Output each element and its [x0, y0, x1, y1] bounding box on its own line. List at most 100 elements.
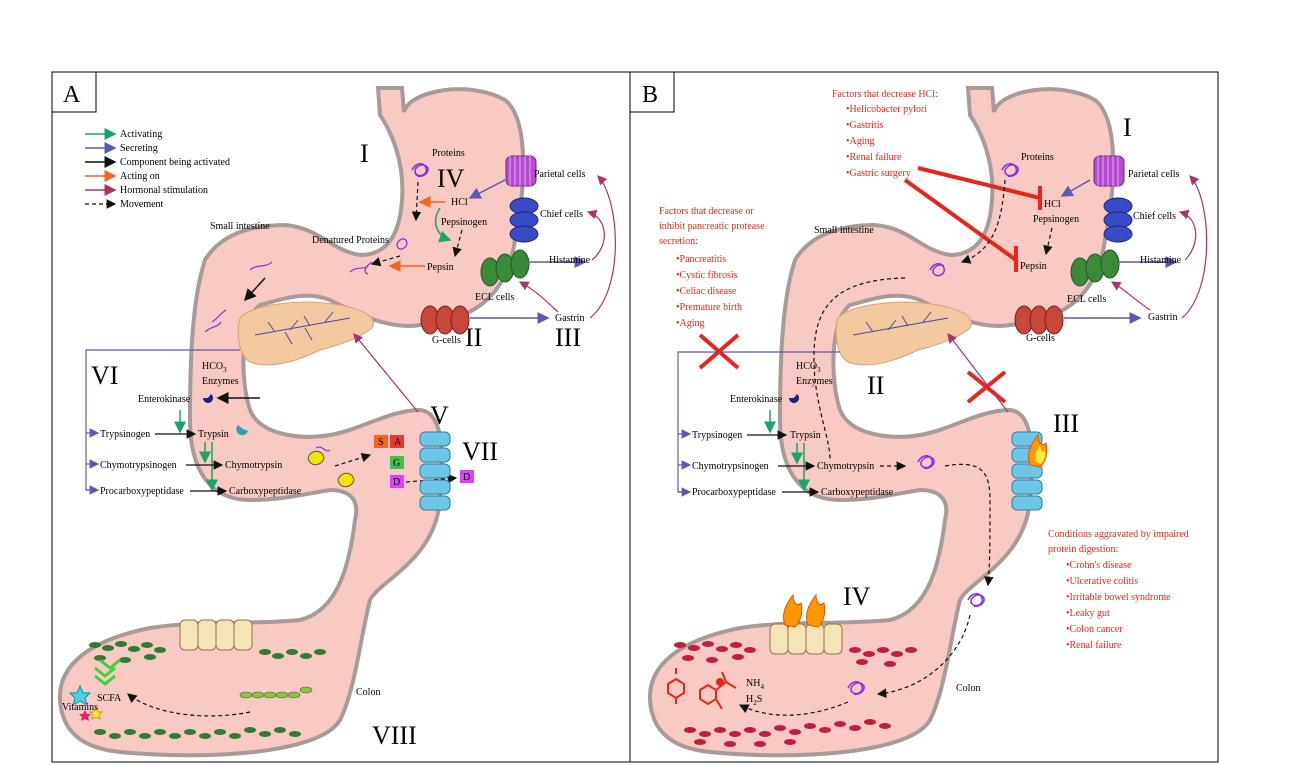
trypsinogen-label-b: Trypsinogen [692, 430, 742, 441]
hcl-factor-1: •Helicobacter pylori [846, 104, 927, 115]
amino-acid-d-absorbed [460, 470, 474, 483]
vitamin-star-icon-1 [68, 684, 92, 707]
chymotrypsin-label-b: Chymotrypsin [817, 461, 874, 472]
hcl-factor-4: •Renal failure [846, 152, 902, 163]
pancreatic-factors-title-2: inhibit pancreatic protease [659, 221, 765, 232]
enzyme-icon-a [236, 425, 248, 436]
denatured-proteins-label: Denatured Proteins [312, 235, 389, 246]
amino-acid-s [374, 435, 388, 448]
colon-enterocytes-b [769, 623, 843, 655]
condition-3: •Irritable bowel syndrome [1066, 592, 1171, 603]
pepsinogen-label-b: Pepsinogen [1033, 214, 1079, 225]
chymotrypsinogen-label-a: Chymotrypsinogen [100, 460, 177, 471]
protein-coil-icon-b [1001, 163, 1019, 178]
amino-acid-a [390, 435, 404, 448]
histamine-label-a: Histamine [549, 255, 591, 266]
block-cross-icon-2 [966, 370, 1007, 404]
proteins-label-a: Proteins [432, 148, 465, 159]
hcl-label-b: HCl [1044, 199, 1061, 210]
numeral-a-vi: VI [91, 361, 118, 390]
h2s-label: H2S [746, 694, 762, 707]
carboxypeptidase-label-a: Carboxypeptidase [229, 486, 302, 497]
svg-text:D: D [463, 472, 470, 483]
chief-cells-b [1103, 197, 1133, 243]
scfa-icon [94, 658, 121, 686]
legend-acting-on: Acting on [120, 171, 160, 182]
enzymes-label-b: Enzymes [796, 376, 833, 387]
g-cells-label-b: G-cells [1026, 333, 1055, 344]
condition-6: •Renal failure [1066, 640, 1122, 651]
g-cells-label-a: G-cells [432, 335, 461, 346]
numeral-a-viii: VIII [372, 721, 417, 750]
parietal-cells-label-a: Parietal cells [534, 169, 585, 180]
condition-1: •Crohn's disease [1066, 560, 1132, 571]
parietal-cells-a [505, 155, 537, 187]
procarboxypeptidase-label-a: Procarboxypeptidase [100, 486, 184, 497]
scfa-label: SCFA [97, 693, 122, 704]
pancreatic-factor-4: •Premature birth [676, 302, 742, 313]
parietal-cells-label-b: Parietal cells [1128, 169, 1179, 180]
pancreatic-factors-title-3: secretion: [659, 236, 698, 247]
numeral-a-i: I [360, 139, 369, 168]
colon-enterocytes-a [179, 619, 253, 651]
hcl-factors-title: Factors that decrease HCl: [832, 89, 938, 100]
panel-b-letter: B [642, 82, 658, 108]
pancreatic-factors-title-1: Factors that decrease or [659, 206, 754, 217]
inflammation-flame-icon-2 [782, 593, 803, 628]
vitamins-label: Vitamins [62, 702, 98, 713]
conditions-title-2: protein digestion: [1048, 544, 1118, 555]
legend-component: Component being activated [120, 157, 230, 168]
legend-activating: Activating [120, 129, 162, 140]
inflammation-flame-icon-3 [805, 593, 826, 628]
vitamin-star-icon-2 [79, 710, 91, 721]
numeral-b-iii: III [1053, 409, 1079, 438]
numeral-b-i: I [1123, 113, 1132, 142]
toxic-metabolite-icon [667, 668, 737, 710]
numeral-a-vii: VII [462, 437, 498, 466]
small-intestine-label-a: Small intestine [210, 221, 270, 232]
pancreatic-factor-2: •Cystic fibrosis [676, 270, 738, 281]
trypsin-label-b: Trypsin [790, 430, 821, 441]
chief-cells-a [509, 197, 539, 243]
numeral-a-v: V [430, 401, 449, 430]
svg-text:G: G [393, 458, 400, 469]
enterokinase-label-b: Enterokinase [730, 394, 783, 405]
legend-hormonal: Hormonal stimulation [120, 185, 208, 196]
ecl-cells-b [1070, 249, 1120, 287]
hcl-factor-5: •Gastric surgery [846, 168, 911, 179]
gastrin-label-b: Gastrin [1148, 312, 1177, 323]
inhibit-hcl-line [917, 166, 1041, 200]
pepsin-label-a: Pepsin [427, 262, 454, 273]
gastrin-label-a: Gastrin [555, 313, 584, 324]
inhibit-pepsin-line [903, 178, 1018, 262]
panel-b: B I II III IV Factors that decrease HCl:… [629, 71, 1219, 763]
g-cells-b [1014, 305, 1064, 335]
harmful-bacteria-b [674, 641, 917, 747]
trypsinogen-label-a: Trypsinogen [100, 429, 150, 440]
ecl-cells-a [480, 249, 530, 287]
chief-cells-label-b: Chief cells [1133, 211, 1176, 222]
small-intestine-label-b: Small intestine [814, 225, 874, 236]
panel-a: A Activating Secreting Component being a… [51, 71, 631, 763]
chief-cells-label-a: Chief cells [540, 209, 583, 220]
conditions-title-1: Conditions aggravated by impaired [1048, 529, 1189, 540]
svg-text:D: D [393, 477, 400, 488]
healthy-bacteria-a [89, 641, 326, 739]
vitamin-star-icon-3 [88, 706, 104, 720]
condition-5: •Colon cancer [1066, 624, 1123, 635]
numeral-b-ii: II [867, 371, 884, 400]
numeral-b-iv: IV [843, 582, 871, 611]
hcl-factor-3: •Aging [846, 136, 875, 147]
histamine-label-b: Histamine [1140, 255, 1182, 266]
pepsinogen-label-a: Pepsinogen [441, 217, 487, 228]
panel-b-letter-box [629, 71, 675, 113]
panel-a-letter: A [63, 82, 81, 108]
pancreatic-factor-1: •Pancreatitis [676, 254, 726, 265]
bacteria-chain-a [239, 686, 313, 699]
trypsin-label-a: Trypsin [198, 429, 229, 440]
condition-2: •Ulcerative colitis [1066, 576, 1138, 587]
hcl-factor-2: •Gastritis [846, 120, 883, 131]
numeral-a-iii: III [555, 323, 581, 352]
ecl-cells-label-b: ECL cells [1067, 294, 1106, 305]
